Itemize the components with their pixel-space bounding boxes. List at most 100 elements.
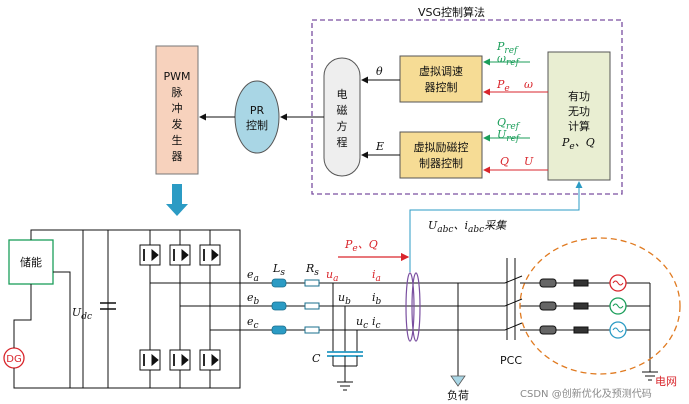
speed-block bbox=[399, 55, 483, 103]
sampling-sep: 、 bbox=[453, 219, 464, 232]
e-label: E bbox=[375, 140, 384, 153]
grid-boundary bbox=[519, 237, 681, 375]
udc-label: Udc bbox=[72, 306, 92, 322]
igbt-1 bbox=[139, 244, 161, 266]
storage-wire-top bbox=[30, 229, 83, 240]
igbt-6 bbox=[199, 349, 221, 371]
sampling-line bbox=[409, 181, 583, 272]
dg-wire-top bbox=[13, 284, 32, 348]
pcc-label: PCC bbox=[500, 354, 522, 367]
ua-label: ua bbox=[326, 268, 338, 284]
sampling-usub: abc bbox=[437, 225, 453, 235]
vsg-title: VSG控制算法 bbox=[418, 5, 485, 19]
ec-label: ec bbox=[247, 315, 259, 331]
ia-label: ia bbox=[372, 268, 381, 284]
uref-u: U bbox=[497, 128, 507, 141]
em-label-3: 程 bbox=[337, 136, 348, 149]
sampling-label: Uabc、iabc采集 bbox=[428, 219, 507, 235]
speed-label-0: 虚拟调速 bbox=[419, 64, 463, 78]
em-label-1: 磁 bbox=[337, 104, 348, 117]
pr-label-0: PR bbox=[250, 104, 265, 117]
dg-label: DG bbox=[6, 354, 21, 365]
eb-sub: b bbox=[254, 297, 260, 307]
ic-sub: c bbox=[376, 321, 381, 331]
ec-sub: c bbox=[254, 321, 259, 331]
sampling-text: 采集 bbox=[484, 219, 507, 232]
ls-sub: s bbox=[280, 268, 285, 278]
speed-label-1: 器控制 bbox=[425, 80, 458, 94]
resistors bbox=[304, 279, 320, 334]
igbt-2 bbox=[169, 244, 191, 266]
igbt-5 bbox=[169, 349, 191, 371]
power-label-0: 有功 bbox=[568, 89, 590, 103]
load-arrow bbox=[450, 375, 466, 387]
pwm-down-arrow bbox=[166, 184, 188, 216]
grid-inductors bbox=[539, 278, 557, 335]
ua-sub: a bbox=[333, 274, 338, 284]
pr-label-1: 控制 bbox=[246, 118, 268, 132]
grid-resistors bbox=[573, 279, 589, 334]
ib-label: ib bbox=[372, 291, 382, 307]
pwm-label-1: 脉 bbox=[172, 85, 183, 99]
storage-label: 储能 bbox=[20, 255, 42, 269]
udc-u: U bbox=[72, 306, 82, 319]
grid-label: 电网 bbox=[655, 375, 677, 388]
watermark: CSDN @创新优化及预测代码 bbox=[520, 387, 652, 400]
power-q: 、Q bbox=[575, 136, 595, 149]
filter-capacitors bbox=[327, 283, 363, 391]
rs-label: Rs bbox=[305, 262, 319, 278]
pref-p: P bbox=[496, 40, 505, 53]
excite-label-0: 虚拟励磁控 bbox=[414, 140, 469, 154]
excite-label-1: 制器控制 bbox=[419, 156, 463, 170]
pcc-switch bbox=[504, 258, 523, 340]
power-label-2: 计算 bbox=[568, 119, 590, 133]
ac-phase-lines bbox=[150, 282, 505, 331]
c-label: C bbox=[312, 352, 321, 365]
ic-label: ic bbox=[372, 315, 381, 331]
sampling-isub: abc bbox=[468, 225, 484, 235]
power-label-1: 无功 bbox=[568, 105, 590, 118]
vsg-frame bbox=[311, 19, 623, 195]
grid-sources bbox=[609, 274, 627, 339]
inductors bbox=[271, 278, 287, 335]
grid-ground bbox=[642, 371, 658, 381]
em-label-2: 方 bbox=[337, 119, 348, 133]
flow-p: P bbox=[344, 238, 353, 251]
uref-sub: ref bbox=[506, 134, 521, 144]
ib-i: i bbox=[372, 291, 376, 304]
ea-sub: a bbox=[254, 274, 259, 284]
ls-l: L bbox=[272, 262, 280, 275]
pwm-label: PWM 脉 冲 发 生 器 bbox=[163, 70, 190, 163]
pe-label: Pe bbox=[496, 78, 510, 94]
rs-r: R bbox=[305, 262, 314, 275]
flow-q: 、Q bbox=[358, 238, 378, 251]
em-label-0: 电 bbox=[337, 88, 348, 101]
igbt-bridge bbox=[139, 230, 221, 388]
udc-sub: dc bbox=[81, 312, 92, 322]
ia-sub: a bbox=[376, 274, 381, 284]
pref-sub: ref bbox=[504, 46, 519, 56]
ub-sub: b bbox=[345, 297, 351, 307]
igbt-3 bbox=[199, 244, 221, 266]
eb-e: e bbox=[247, 291, 254, 304]
qref-q: Q bbox=[497, 116, 506, 129]
igbt-4 bbox=[139, 349, 161, 371]
pwm-block bbox=[155, 45, 199, 175]
flow-sub: e bbox=[352, 244, 357, 254]
current-sensor bbox=[405, 272, 421, 342]
power-flow-label: Pe、Q bbox=[344, 238, 378, 254]
eb-label: eb bbox=[247, 291, 260, 307]
wref-sub: ref bbox=[506, 58, 521, 68]
storage-wire-right bbox=[53, 271, 83, 389]
u-label: U bbox=[524, 155, 534, 168]
pwm-label-2: 冲 bbox=[172, 101, 183, 115]
excite-block bbox=[399, 131, 483, 179]
qref-label: Qref bbox=[497, 116, 521, 132]
power-label-pq: Pe、Q bbox=[561, 136, 595, 152]
sampling-u: U bbox=[428, 219, 438, 232]
wref-label: ωref bbox=[497, 52, 521, 68]
storage-block bbox=[8, 239, 54, 285]
qref-sub: ref bbox=[506, 122, 521, 132]
pe-p: P bbox=[496, 78, 505, 91]
